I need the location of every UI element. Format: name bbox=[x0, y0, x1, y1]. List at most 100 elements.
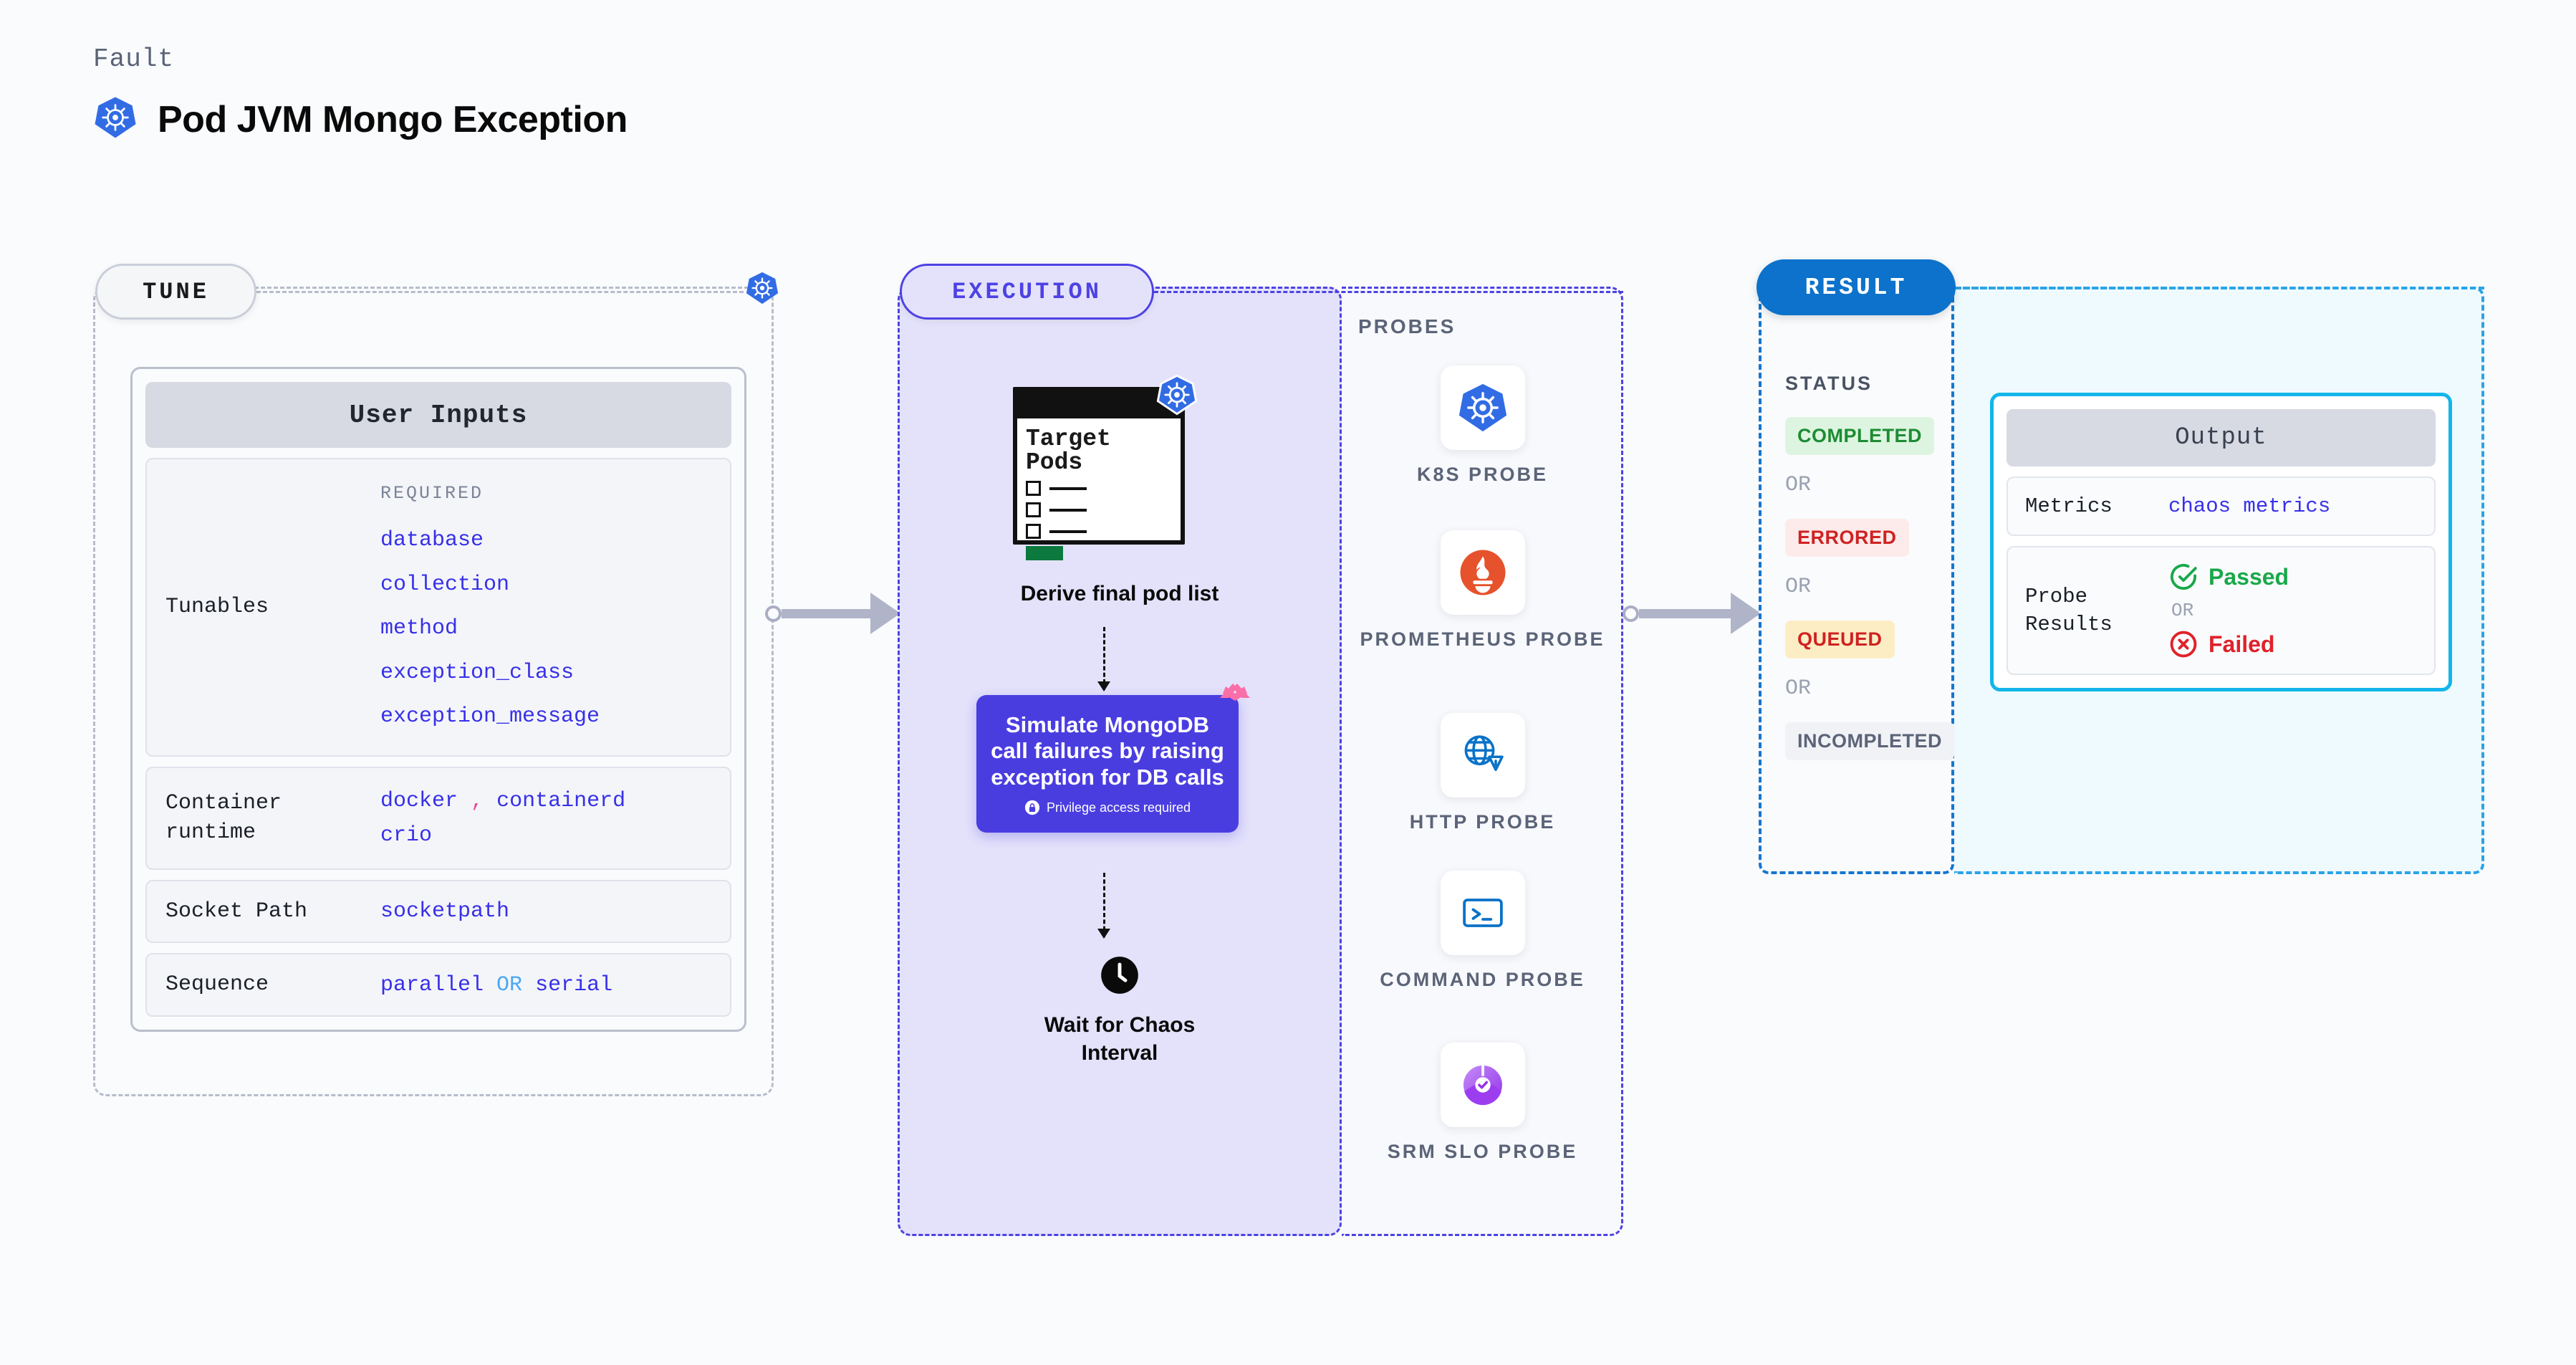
result-pill[interactable]: RESULT bbox=[1756, 259, 1956, 315]
wait-for-chaos-block: Wait for Chaos Interval bbox=[898, 953, 1342, 1067]
probes-section-label: PROBES bbox=[1358, 315, 1456, 337]
placeholder-line bbox=[1049, 487, 1087, 490]
title-row: Pod JVM Mongo Exception bbox=[93, 95, 628, 143]
page-title: Pod JVM Mongo Exception bbox=[158, 98, 628, 140]
connector-bar bbox=[782, 608, 870, 618]
probe-label: PROMETHEUS PROBE bbox=[1360, 628, 1605, 650]
arrow-head-icon bbox=[870, 593, 900, 634]
action-card-text: Simulate MongoDB call failures by raisin… bbox=[991, 712, 1224, 790]
tune-pill-label: TUNE bbox=[143, 278, 209, 305]
probe-label: HTTP PROBE bbox=[1409, 811, 1556, 833]
tunable-exception-message: exception_message bbox=[380, 704, 600, 729]
status-or-2: OR bbox=[1785, 575, 1812, 599]
probe-label: COMMAND PROBE bbox=[1380, 969, 1585, 990]
probe-command[interactable]: COMMAND PROBE bbox=[1342, 871, 1623, 992]
checkbox-icon bbox=[1026, 481, 1041, 496]
status-label: STATUS bbox=[1785, 373, 1873, 394]
probe-label: SRM SLO PROBE bbox=[1387, 1141, 1578, 1162]
execution-connector-line bbox=[1154, 291, 1623, 293]
clock-icon bbox=[1101, 957, 1138, 994]
runtime-docker: docker bbox=[380, 788, 458, 813]
target-pods-title: Target Pods bbox=[1017, 418, 1181, 474]
connector-dot bbox=[1623, 605, 1639, 622]
runtime-containerd: containerd bbox=[496, 788, 626, 813]
privilege-note: Privilege access required bbox=[1024, 800, 1191, 815]
probe-srm-slo[interactable]: SRM SLO PROBE bbox=[1342, 1043, 1623, 1164]
status-badge-incompleted: INCOMPLETED bbox=[1785, 722, 1955, 760]
kubernetes-icon bbox=[1440, 365, 1525, 450]
prometheus-icon bbox=[1440, 530, 1525, 615]
probe-prometheus[interactable]: PROMETHEUS PROBE bbox=[1342, 530, 1623, 652]
list-item bbox=[1017, 502, 1181, 517]
row-values: docker , containerd crio bbox=[380, 784, 625, 853]
runtime-crio: crio bbox=[380, 823, 433, 848]
probe-label: K8S PROBE bbox=[1416, 464, 1549, 485]
required-label: REQUIRED bbox=[380, 483, 484, 504]
user-inputs-card: User Inputs Tunables REQUIRED database c… bbox=[130, 367, 746, 1032]
x-circle-icon bbox=[2170, 631, 2197, 658]
list-item bbox=[1017, 524, 1181, 539]
row-values: parallel OR serial bbox=[380, 972, 612, 998]
ribbon-icon bbox=[1216, 679, 1254, 722]
socket-path-value: socketpath bbox=[380, 899, 510, 924]
fault-eyebrow: Fault bbox=[93, 44, 175, 74]
connector-tune-to-execution bbox=[765, 593, 914, 634]
check-circle-icon bbox=[2171, 564, 2197, 590]
row-key: Tunables bbox=[165, 595, 269, 620]
wait-label-line-1: Wait for Chaos bbox=[1044, 1013, 1196, 1037]
tunable-database: database bbox=[380, 528, 484, 553]
arrow-head-icon bbox=[1731, 593, 1761, 634]
status-badge-completed: COMPLETED bbox=[1785, 417, 1935, 455]
title-line-2: Pods bbox=[1026, 449, 1083, 476]
lock-icon bbox=[1024, 800, 1040, 815]
probe-result-passed: Passed bbox=[2168, 562, 2289, 592]
kubernetes-icon bbox=[93, 95, 138, 143]
failed-label: Failed bbox=[2209, 631, 2275, 657]
probe-k8s[interactable]: K8S PROBE bbox=[1342, 365, 1623, 487]
status-or-1: OR bbox=[1785, 473, 1812, 497]
status-badge-queued: QUEUED bbox=[1785, 621, 1895, 658]
page-header: Fault Pod JVM Mongo Exception bbox=[93, 44, 628, 143]
result-connector-line bbox=[1956, 287, 2484, 289]
wait-for-chaos-label: Wait for Chaos Interval bbox=[898, 1011, 1342, 1067]
tunable-method: method bbox=[380, 616, 458, 641]
globe-warning-icon bbox=[1440, 713, 1525, 798]
probe-result-failed: Failed bbox=[2168, 629, 2289, 659]
checkbox-icon bbox=[1026, 502, 1041, 517]
connector-execution-to-result bbox=[1623, 593, 1774, 634]
target-pods-card: Target Pods bbox=[1013, 374, 1198, 560]
kubernetes-icon bbox=[1156, 374, 1198, 419]
probe-results-values: Passed OR Failed bbox=[2168, 562, 2289, 659]
probe-http[interactable]: HTTP PROBE bbox=[1342, 713, 1623, 835]
checkbox-icon bbox=[1026, 524, 1041, 539]
output-title: Output bbox=[2007, 409, 2436, 466]
progress-bar bbox=[1026, 546, 1063, 560]
status-badge-errored: ERRORED bbox=[1785, 519, 1909, 557]
execution-pill[interactable]: EXECUTION bbox=[900, 264, 1154, 320]
connector-dot bbox=[765, 605, 782, 622]
placeholder-line bbox=[1049, 530, 1087, 533]
result-status-panel bbox=[1759, 287, 1954, 874]
table-row: Sequence parallel OR serial bbox=[145, 953, 731, 1017]
table-row: Container runtime docker , containerd cr… bbox=[145, 766, 731, 870]
sequence-serial: serial bbox=[535, 972, 613, 997]
tune-connector-line bbox=[256, 291, 744, 293]
value-separator: , bbox=[471, 788, 484, 813]
title-line-1: Target bbox=[1026, 426, 1111, 452]
srm-slo-icon bbox=[1440, 1043, 1525, 1127]
result-pill-label: RESULT bbox=[1804, 274, 1908, 301]
tune-pill[interactable]: TUNE bbox=[95, 264, 256, 320]
wait-label-line-2: Interval bbox=[1081, 1041, 1158, 1065]
row-values: socketpath bbox=[380, 899, 509, 924]
tunable-collection: collection bbox=[380, 572, 510, 597]
probe-result-or: OR bbox=[2171, 600, 2194, 622]
placeholder-line bbox=[1049, 508, 1087, 512]
table-row: Socket Path socketpath bbox=[145, 879, 731, 944]
terminal-icon bbox=[1440, 871, 1525, 955]
sequence-parallel: parallel bbox=[380, 972, 484, 997]
user-inputs-title: User Inputs bbox=[145, 382, 731, 448]
row-key: Metrics bbox=[2025, 494, 2113, 518]
connector-bar bbox=[1639, 608, 1731, 618]
